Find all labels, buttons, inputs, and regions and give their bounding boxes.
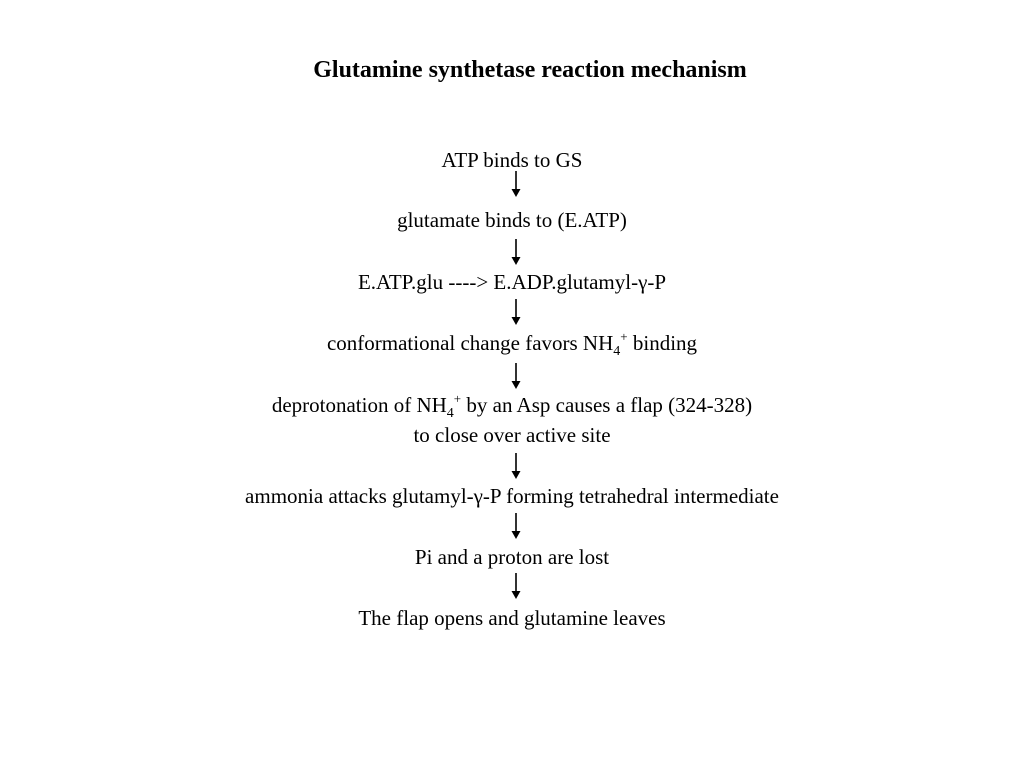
step-5-subscript: 4 <box>446 406 454 421</box>
step-5: deprotonation of NH4+ by an Asp causes a… <box>0 391 1024 421</box>
step-5-text: deprotonation of NH <box>271 393 447 417</box>
step-7: Pi and a proton are lost <box>414 545 610 569</box>
arrow-down-icon <box>510 572 522 600</box>
step-4-superscript: + <box>620 329 628 344</box>
arrow-down-icon <box>510 170 522 198</box>
arrow-down-icon <box>510 452 522 480</box>
step-3: E.ATP.glu ----> E.ADP.glutamyl-γ-P <box>357 270 667 294</box>
step-4: conformational change favors NH4+ bindin… <box>0 329 1024 359</box>
slide-title: Glutamine synthetase reaction mechanism <box>313 57 747 83</box>
arrow-down-icon <box>510 512 522 540</box>
step-4-subscript: 4 <box>613 344 621 359</box>
step-4-text-end: binding <box>627 331 698 355</box>
step-5-superscript: + <box>453 391 462 406</box>
step-5-line-2: to close over active site <box>413 423 611 447</box>
step-5-text-end: by an Asp causes a flap (324-328) <box>461 393 753 417</box>
step-4-text: conformational change favors NH <box>326 331 614 355</box>
step-1: ATP binds to GS <box>441 148 583 172</box>
step-8: The flap opens and glutamine leaves <box>358 606 666 630</box>
arrow-down-icon <box>510 298 522 326</box>
arrow-down-icon <box>510 238 522 266</box>
step-2: glutamate binds to (E.ATP) <box>397 208 627 232</box>
step-6: ammonia attacks glutamyl-γ-P forming tet… <box>245 484 779 508</box>
arrow-down-icon <box>510 362 522 390</box>
